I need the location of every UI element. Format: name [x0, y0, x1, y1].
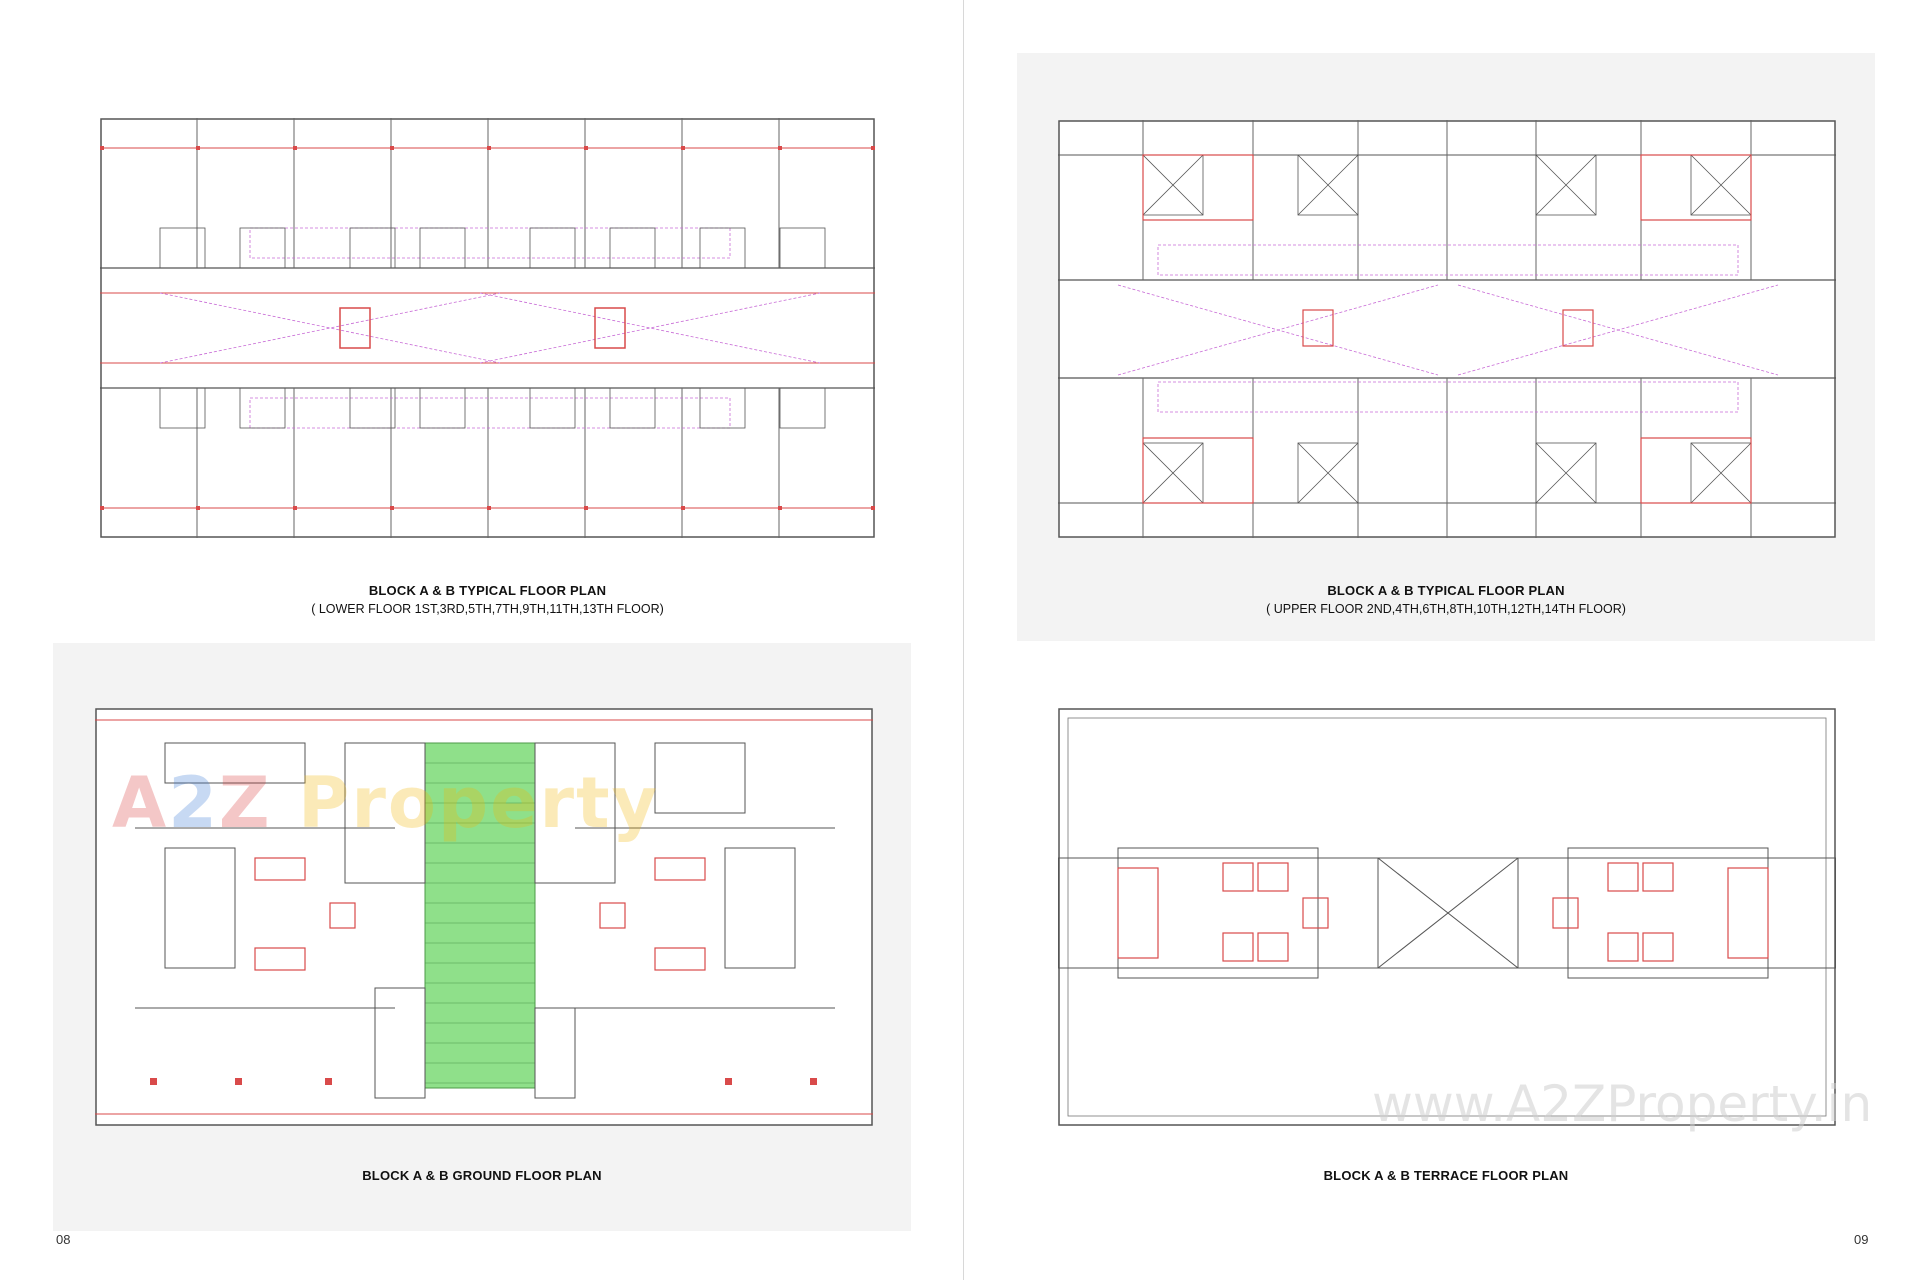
ground-floor-plan-title: BLOCK A & B GROUND FLOOR PLAN: [362, 1168, 602, 1183]
terrace-floor-plan-title: BLOCK A & B TERRACE FLOOR PLAN: [1323, 1168, 1569, 1183]
upper-floor-plan-drawing: [1058, 120, 1836, 538]
terrace-floor-plan-drawing: [1058, 708, 1836, 1126]
page-spine: [963, 0, 964, 1280]
ground-floor-plan-caption: BLOCK A & B GROUND FLOOR PLAN: [53, 1168, 911, 1183]
upper-floor-plan-title: BLOCK A & B TYPICAL FLOOR PLAN: [1327, 583, 1565, 598]
lower-floor-plan-caption: BLOCK A & B TYPICAL FLOOR PLAN ( LOWER F…: [100, 583, 875, 616]
right-page-number: 09: [1854, 1232, 1869, 1247]
upper-floor-plan-subtitle: ( UPPER FLOOR 2ND,4TH,6TH,8TH,10TH,12TH,…: [1266, 602, 1626, 616]
ground-floor-plan-drawing: [95, 708, 873, 1126]
lower-floor-plan-title: BLOCK A & B TYPICAL FLOOR PLAN: [368, 583, 607, 598]
lower-floor-plan-drawing: [100, 118, 875, 538]
left-page-number: 08: [56, 1232, 71, 1247]
upper-floor-plan-caption: BLOCK A & B TYPICAL FLOOR PLAN ( UPPER F…: [1017, 583, 1875, 616]
a2z-property-logo-watermark: A2Z Property: [112, 762, 660, 844]
lower-floor-plan-subtitle: ( LOWER FLOOR 1ST,3RD,5TH,7TH,9TH,11TH,1…: [311, 602, 664, 616]
terrace-floor-plan-caption: BLOCK A & B TERRACE FLOOR PLAN: [1017, 1168, 1875, 1183]
a2z-property-url-watermark: www.A2ZProperty.in: [1372, 1075, 1873, 1133]
